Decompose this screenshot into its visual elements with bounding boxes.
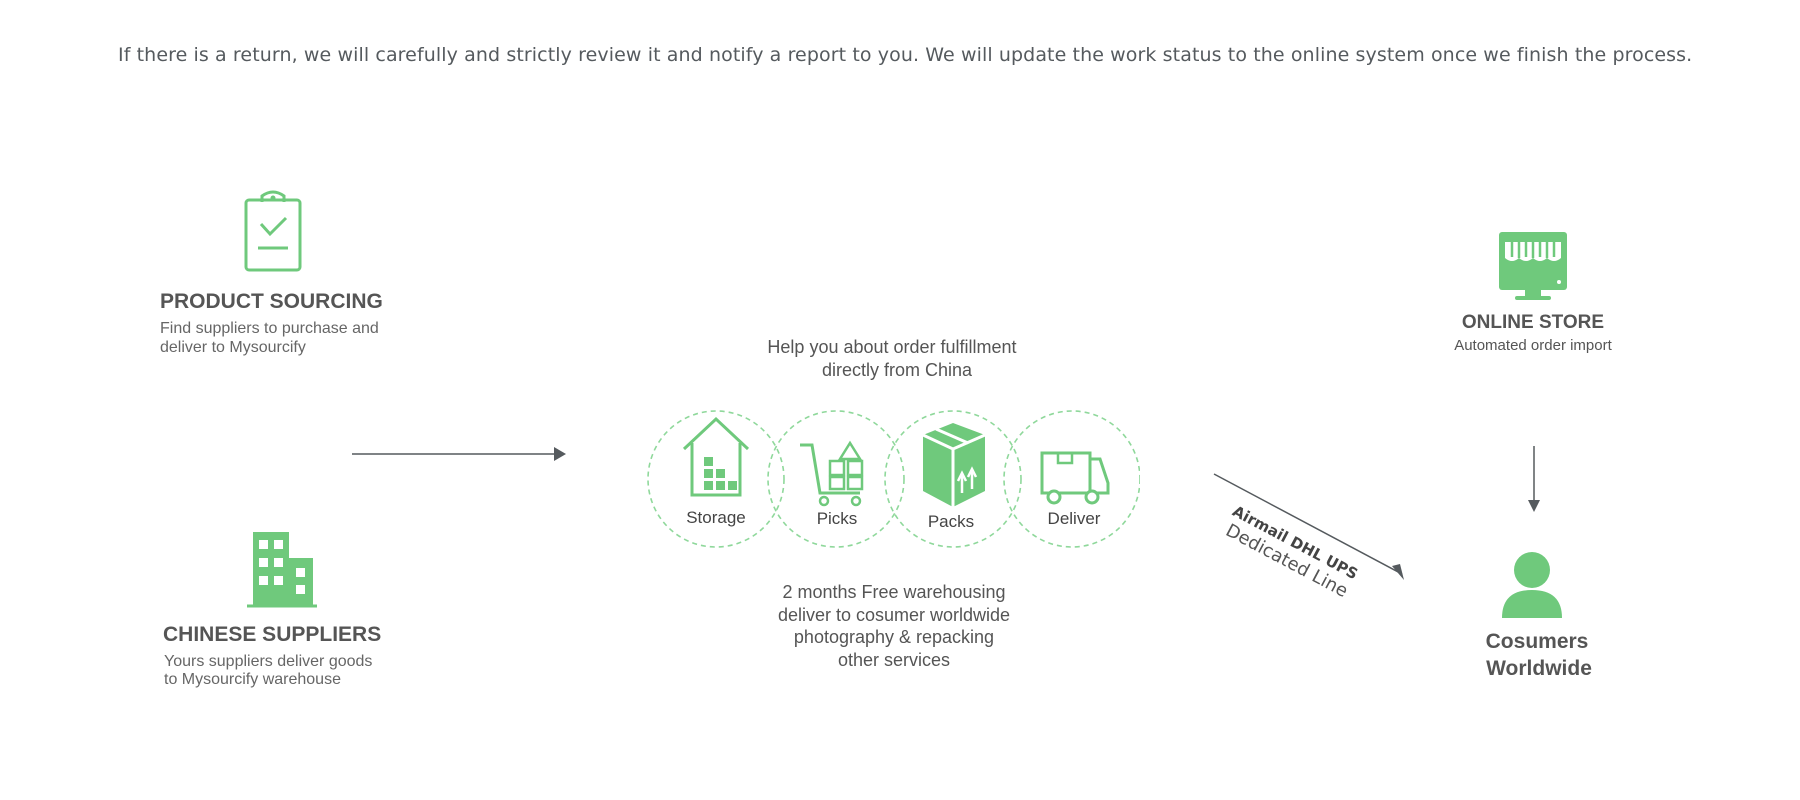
user-icon — [1502, 552, 1562, 618]
storefront-icon — [1499, 232, 1567, 300]
fulfillment-line2: directly from China — [821, 360, 973, 380]
service-3: photography & repacking — [793, 627, 995, 647]
fulfillment-line1: Help you about order fulfillment — [767, 337, 1017, 357]
cart-icon — [800, 440, 864, 507]
building-icon — [247, 532, 317, 608]
chinese-suppliers-line1: Yours suppliers deliver goods — [164, 653, 373, 670]
service-1: 2 months Free warehousing — [782, 582, 1006, 602]
product-sourcing-line2: deliver to Mysourcify — [160, 339, 306, 356]
consumers-line1: Cosumers — [1485, 630, 1589, 653]
flow-arrow-right — [352, 447, 566, 461]
chinese-suppliers-line2: to Mysourcify warehouse — [164, 671, 341, 688]
warehouse-icon — [682, 416, 750, 497]
step-picks-label: Picks — [816, 509, 858, 528]
step-storage-label: Storage — [686, 508, 746, 527]
online-store-subtitle: Automated order import — [1454, 337, 1612, 354]
service-4: other services — [837, 650, 951, 670]
truck-icon — [1040, 451, 1110, 505]
step-deliver-label: Deliver — [1047, 509, 1101, 528]
flow-arrow-down — [1528, 446, 1540, 512]
chinese-suppliers-title: CHINESE SUPPLIERS — [163, 623, 382, 646]
service-2: deliver to cosumer worldwide — [777, 605, 1011, 625]
online-store-title: ONLINE STORE — [1461, 312, 1605, 333]
consumers-line2: Worldwide — [1486, 657, 1592, 680]
fulfillment-steps — [647, 410, 1140, 548]
intro-text: If there is a return, we will carefully … — [118, 44, 1693, 66]
shipping-arrow — [1213, 473, 1404, 580]
step-packs-label: Packs — [927, 512, 975, 531]
product-sourcing-line1: Find suppliers to purchase and — [160, 320, 379, 337]
package-icon — [922, 423, 986, 507]
product-sourcing-title: PRODUCT SOURCING — [160, 290, 383, 313]
clipboard-check-icon — [244, 190, 302, 272]
